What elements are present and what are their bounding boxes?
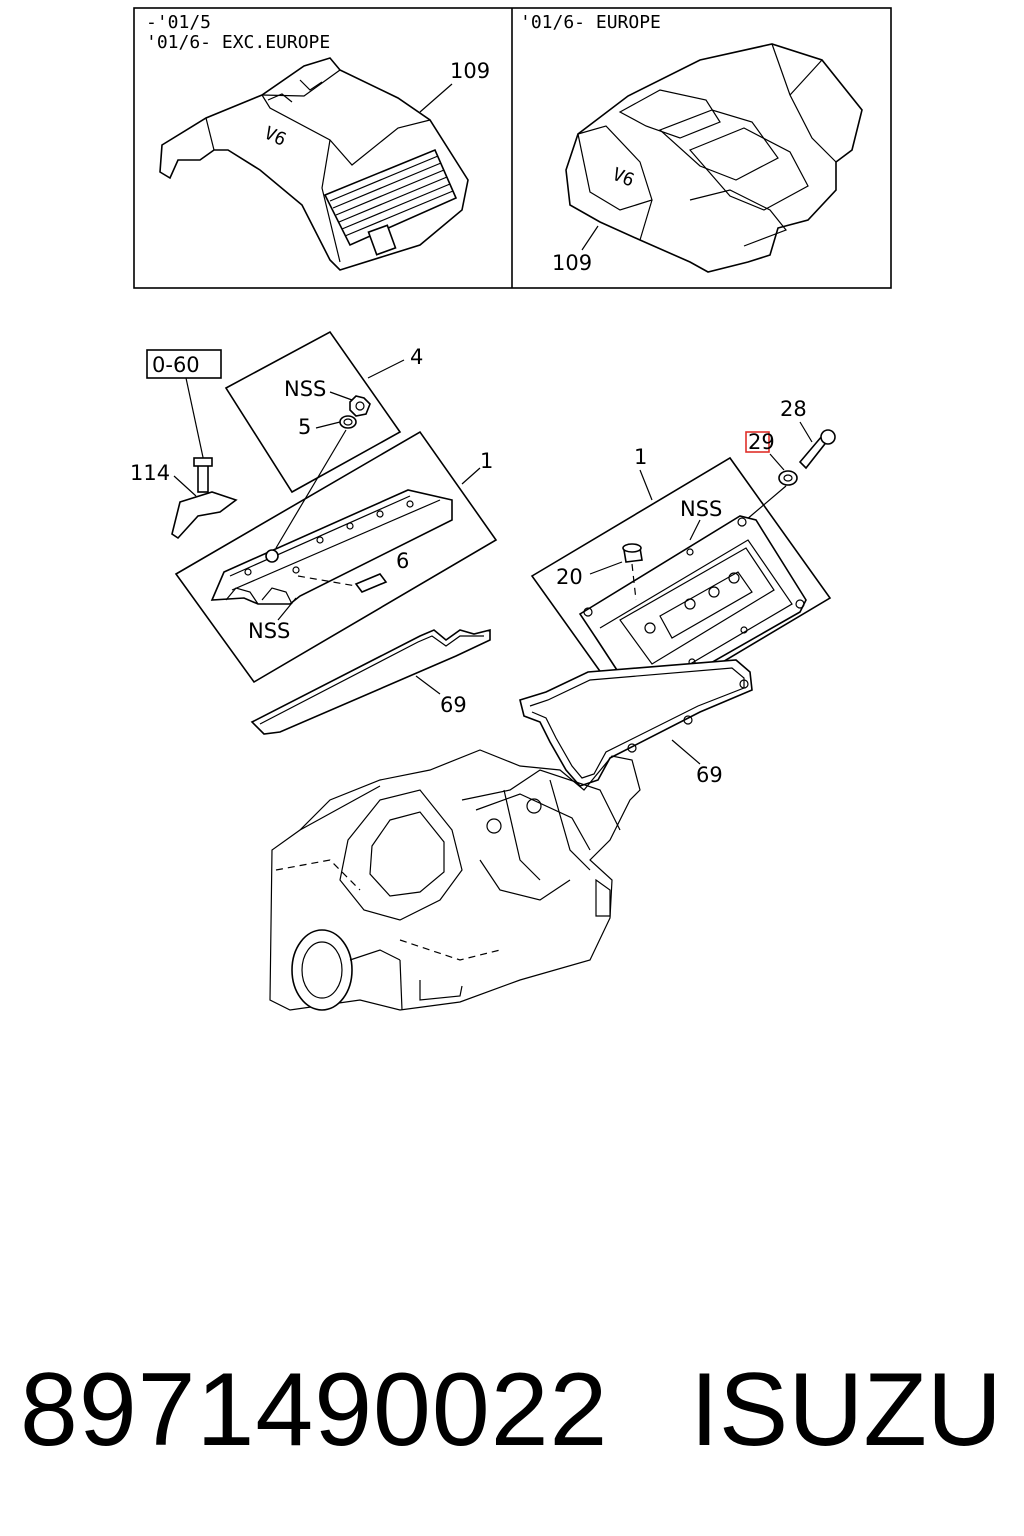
oil-cap-box [224,330,402,494]
callout-nss-cap: NSS [284,377,326,401]
cap-gasket[interactable] [339,415,357,429]
callout-6: 6 [396,549,409,573]
callout-1-right: 1 [634,445,647,469]
leader-1-right [639,469,653,501]
washer-29[interactable] [778,470,798,486]
leader-114 [173,475,197,497]
reference-box-label: 0-60 [152,353,200,377]
leader-washer-to-cover [745,485,787,521]
highlight-29 [745,431,770,453]
engine-block [269,749,641,1011]
leader-6-dashed [297,575,357,587]
callout-69-left: 69 [440,693,467,717]
leader-5 [315,421,341,429]
leader-69-left [415,675,441,695]
left-cover-box [174,430,498,684]
pcv-valve-6[interactable] [354,573,388,593]
brand-name: ISUZU [690,1352,1002,1468]
bracket-114[interactable] [171,457,238,540]
callout-109-left: 109 [450,59,490,83]
leader-20-dashed [631,563,637,601]
leader-ref [185,377,205,463]
leader-nss-left [277,597,297,621]
engine-cover-europe[interactable]: V6 [565,43,863,273]
parts-diagram: -'01/5 '01/6- EXC.EUROPE V6 109 '01/6- E… [130,7,892,1011]
oil-filler-cap[interactable] [349,395,371,417]
leader-1-left [461,467,481,485]
callout-28: 28 [780,397,807,421]
leader-20 [589,561,623,575]
bolt-28[interactable] [798,429,836,470]
leader-109-right [581,225,599,251]
leader-5-to-cover [275,429,347,549]
leader-69-right [671,739,701,765]
reference-box [146,349,222,379]
callout-114: 114 [130,461,170,485]
leader-4 [367,359,405,379]
leader-nss-right [689,519,701,541]
left-gasket-69[interactable] [250,628,491,735]
callout-4: 4 [410,345,423,369]
callout-69-right: 69 [696,763,723,787]
callout-nss-left: NSS [248,619,290,643]
callout-29: 29 [748,430,775,454]
top-inset-frame [133,7,892,289]
leader-109-left [419,83,453,113]
left-valve-cover[interactable] [210,489,453,605]
footer: 8971490022 ISUZU [0,1340,1024,1480]
right-valve-cover[interactable] [578,515,807,701]
callout-20: 20 [556,565,583,589]
engine-cover-early[interactable]: V6 [159,57,469,271]
callout-5: 5 [298,415,311,439]
part-number: 8971490022 [20,1352,609,1468]
callout-1-left: 1 [480,449,493,473]
inset-left-line1: -'01/5 [146,12,211,33]
callout-nss-right: NSS [680,497,722,521]
right-cover-box [530,456,832,718]
callout-109-right: 109 [552,251,592,275]
grommet-20[interactable] [622,543,643,563]
inset-right-line1: '01/6- EUROPE [520,12,661,33]
inset-left-line2: '01/6- EXC.EUROPE [146,32,330,53]
leader-28 [799,421,813,443]
leader-nss-cap [329,391,353,401]
leader-29 [769,453,785,471]
